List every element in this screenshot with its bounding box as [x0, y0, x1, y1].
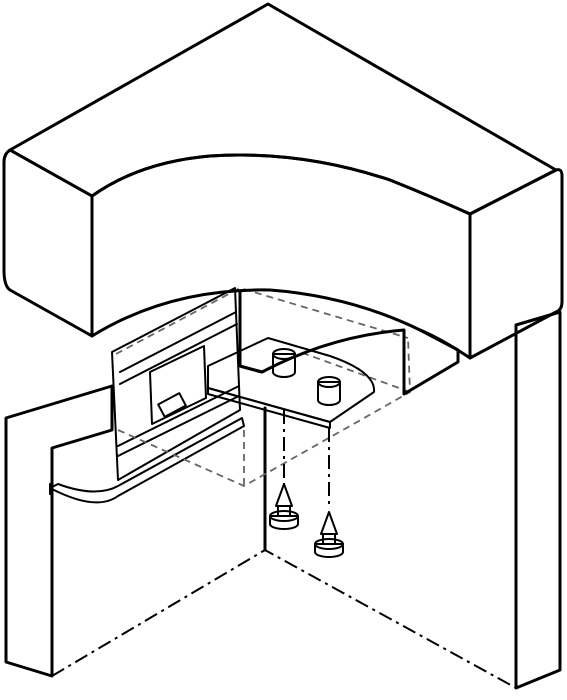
trim-vertical-plate: [111, 287, 241, 481]
worktop-underside-notch: [238, 290, 460, 396]
worktop-top-face: [8, 2, 558, 216]
right-carcass-panel: [514, 310, 562, 690]
worktop-front-left-face: [2, 148, 94, 338]
bracket-stud-left: [272, 348, 296, 378]
worktop-corner: [2, 2, 564, 396]
bracket-plate: [207, 337, 376, 423]
carcass-side-panels: [4, 310, 562, 690]
hidden-outline: [115, 287, 411, 488]
trim-bottom-channel: [49, 417, 245, 504]
worktop-right-face: [468, 168, 564, 360]
trim-clip-slot: [157, 392, 187, 418]
fixing-pin-left: [269, 483, 299, 530]
worktop-curved-face: [90, 153, 472, 360]
bracket-stud-right: [317, 376, 341, 406]
fixing-pin-right: [314, 511, 344, 558]
left-carcass-panel: [4, 384, 114, 678]
carcass-floor-lines: [51, 548, 517, 689]
alignment-axes: [283, 410, 330, 506]
fixing-pins: [269, 483, 344, 558]
